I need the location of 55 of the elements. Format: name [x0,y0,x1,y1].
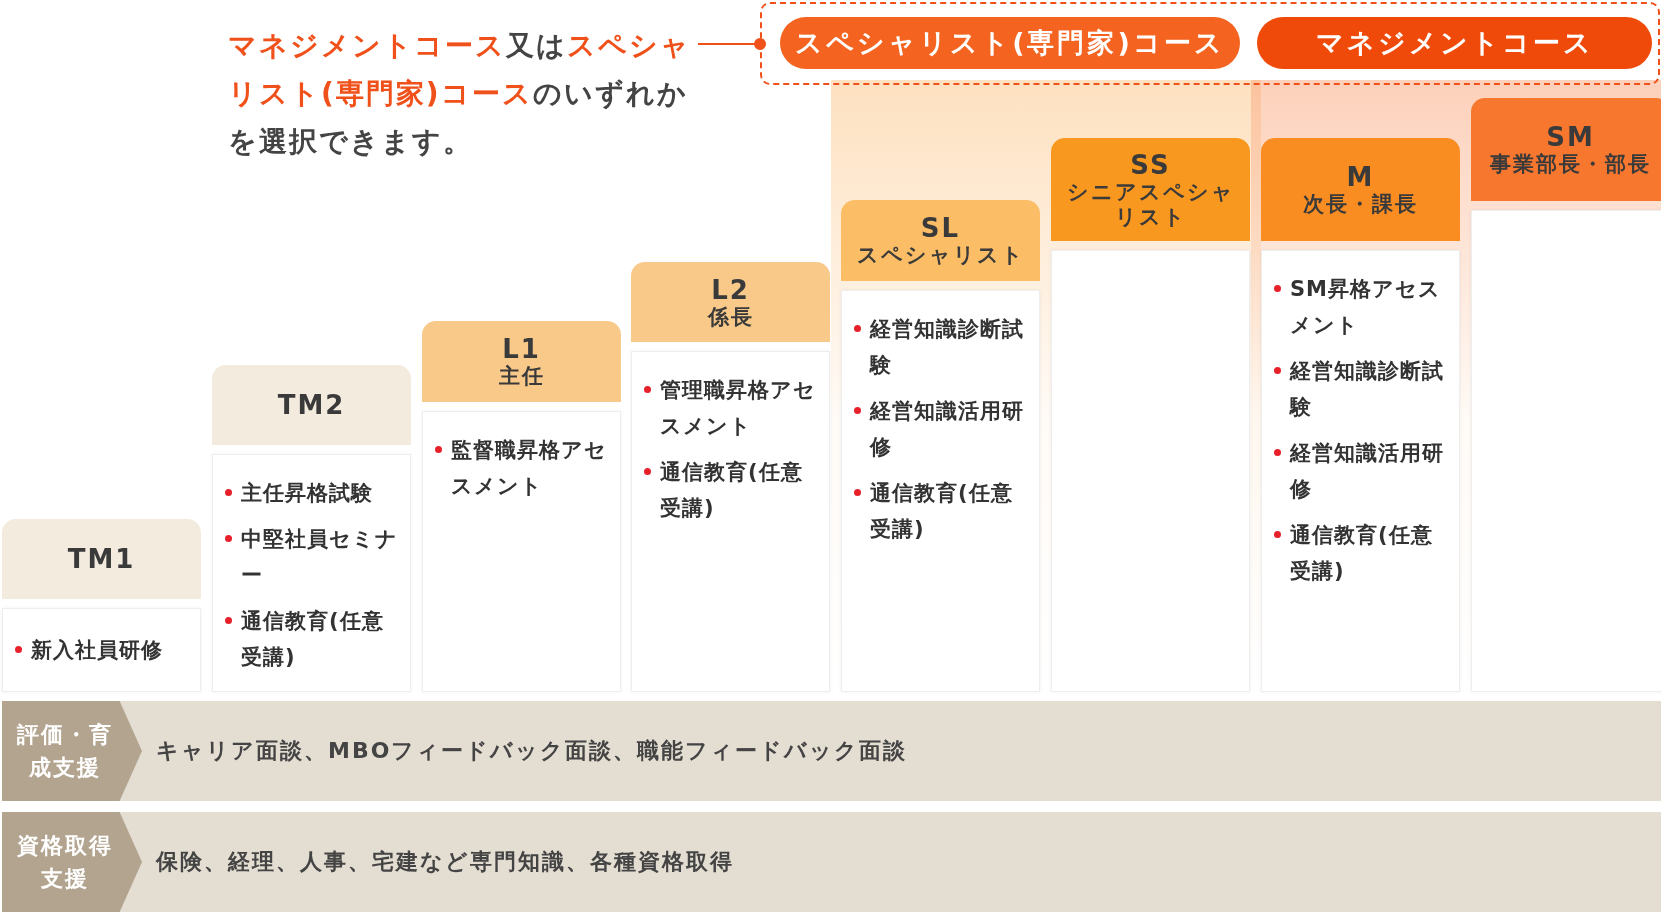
band-text: キャリア面談、MBOフィードバック面談、職能フィードバック面談 [156,737,908,765]
position-title: 事業部長・部長 [1490,152,1651,177]
level-header [841,200,1040,281]
bullet-item: 経営知識診断試験 [852,311,1029,383]
position-title: スペシャリスト [856,243,1025,268]
level-header [631,262,830,342]
bullet-item: 新入社員研修 [13,632,190,668]
intro-text: マネジメントコース又はスペシャリスト(専門家)コースのいずれかを選択できます。 [228,22,698,166]
bullet-item: 通信教育(任意受講) [1272,517,1449,589]
position-title: 次長・課長 [1303,192,1418,217]
bullet-item: 主任昇格試験 [223,475,400,511]
course-pill: スペシャリスト(専門家)コース [780,17,1240,69]
level-header [1261,138,1460,241]
position-title: 主任 [498,364,545,389]
dashed-group-frame [760,2,1660,85]
content-card [1471,210,1661,692]
content-card [2,608,201,692]
bullet-item: 管理職昇格アセスメント [642,372,819,444]
content-card [212,454,411,692]
level-code: SS [1130,149,1171,180]
course-pill: マネジメントコース [1257,17,1652,69]
band-text: 保険、経理、人事、宅建など専門知識、各種資格取得 [156,848,734,876]
content-card [841,290,1040,692]
bullet-item: 経営知識診断試験 [1272,353,1449,425]
bullet-item: 経営知識活用研修 [1272,435,1449,507]
level-header [1051,138,1250,241]
level-header [2,519,201,599]
position-title: シニアスペシャリスト [1065,179,1236,230]
level-code: SM [1546,122,1595,152]
bullet-item: 経営知識活用研修 [852,393,1029,465]
level-code: SL [920,213,961,243]
bullet-item: 通信教育(任意受講) [642,454,819,526]
level-header [1471,98,1661,201]
bullet-item: 監督職昇格アセスメント [433,432,610,504]
level-code: TM2 [277,390,346,420]
content-card [422,411,621,692]
level-code: M [1346,162,1375,192]
leader-line [697,38,766,50]
level-code: L1 [502,334,541,364]
support-band [2,701,1661,801]
support-band [2,812,1661,912]
content-card [631,351,830,692]
bullet-item: SM昇格アセスメント [1272,271,1449,343]
bullet-item: 通信教育(任意受講) [852,475,1029,547]
content-card [1051,250,1250,692]
level-code: L2 [711,274,750,305]
level-header [212,365,411,445]
category-tag: 資格取得支援 [2,812,142,912]
level-code: TM1 [67,544,136,574]
level-header [422,321,621,402]
content-card [1261,250,1460,692]
bullet-item: 中堅社員セミナー [223,521,400,593]
bullet-item: 通信教育(任意受講) [223,603,400,675]
category-tag: 評価・育成支援 [2,701,142,801]
position-title: 係長 [707,304,754,330]
